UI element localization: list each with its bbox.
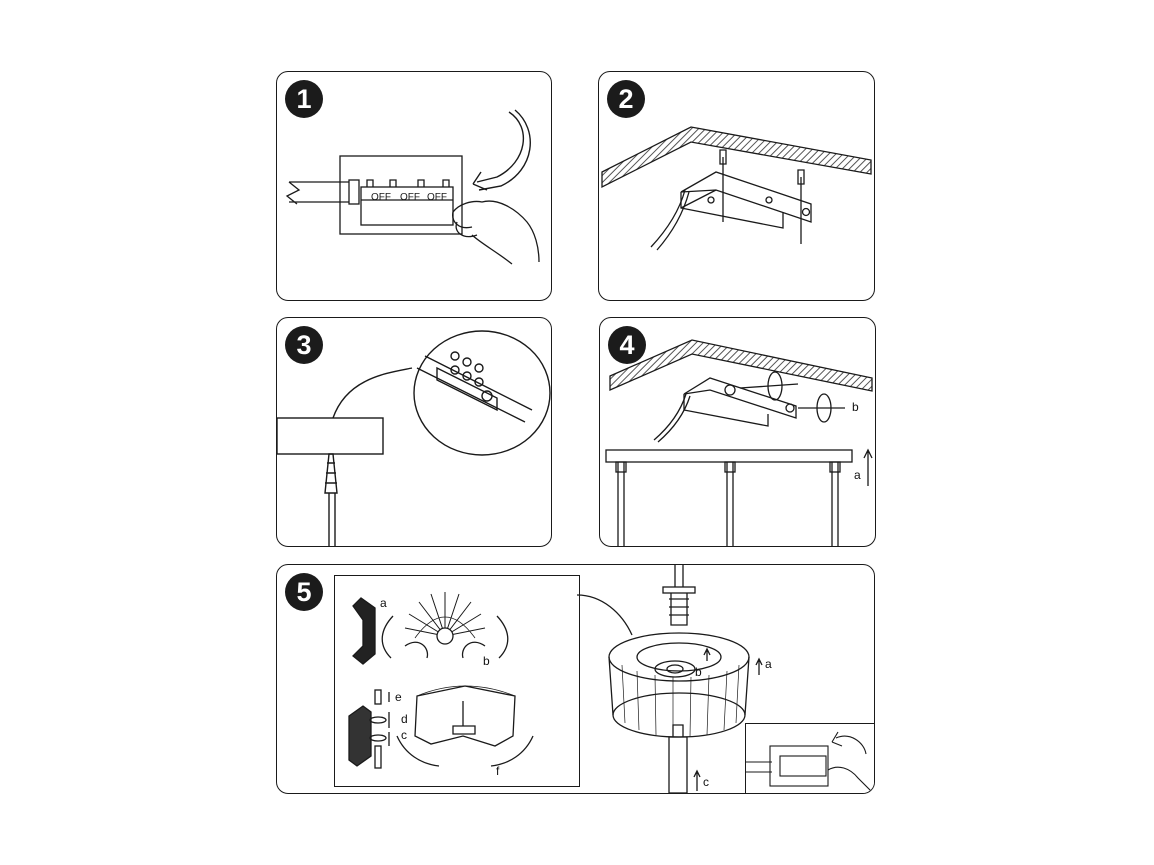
ceiling-bracket-illustration (601, 126, 872, 251)
switch-on-illustration (746, 731, 874, 793)
sub-label-c: c (401, 728, 407, 742)
step-2-badge: 2 (607, 80, 645, 118)
step-1-panel: 1 OFF OFF OFF (276, 71, 552, 301)
step-4-panel: 4 b a (599, 317, 876, 547)
off-label-1: OFF (371, 192, 391, 203)
step-4-badge: 4 (608, 326, 646, 364)
sub-label-a: a (380, 596, 387, 610)
off-label-3: OFF (427, 192, 447, 203)
sub-label-b: b (483, 654, 490, 668)
label-a: a (854, 468, 861, 482)
wire-connection-illustration (277, 330, 551, 546)
main-label-a: a (765, 657, 772, 671)
step-5-panel: 5 (276, 564, 875, 794)
sub-label-d: d (401, 712, 408, 726)
sub-label-f: f (496, 764, 500, 778)
label-b: b (852, 400, 859, 414)
step-2-panel: 2 (598, 71, 875, 301)
main-label-c: c (703, 775, 709, 789)
shade-assembly-steps (348, 592, 534, 769)
mounting-assembly-illustration (605, 339, 873, 546)
main-label-b: b (695, 665, 702, 679)
step-3-badge: 3 (285, 326, 323, 364)
switch-on-inset (745, 723, 874, 793)
switch-off-illustration: OFF OFF OFF (285, 109, 540, 265)
pendant-shade-install-illustration (576, 565, 763, 793)
step-5-badge: 5 (285, 573, 323, 611)
sub-label-e: e (395, 690, 402, 704)
step-1-badge: 1 (285, 80, 323, 118)
off-label-2: OFF (400, 192, 420, 203)
step-3-panel: 3 (276, 317, 552, 547)
shade-assembly-detail-box: a b e d c f (334, 575, 580, 787)
